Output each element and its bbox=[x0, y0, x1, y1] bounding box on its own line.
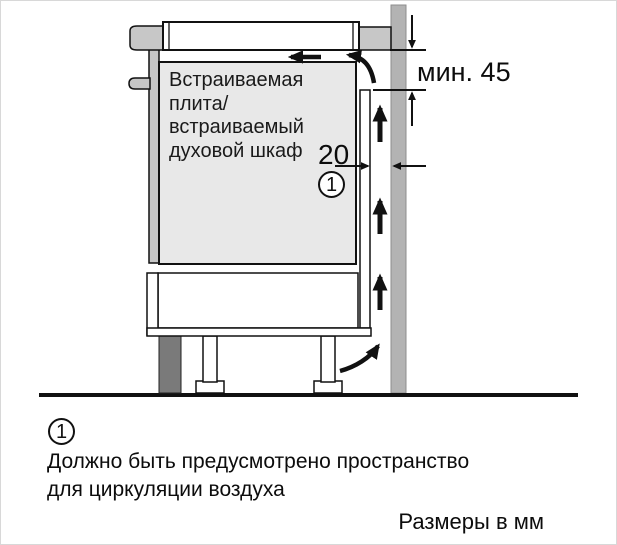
legend-callout-1-badge: 1 bbox=[48, 418, 75, 445]
plinth-strip bbox=[158, 335, 182, 394]
worktop-rear-piece bbox=[358, 26, 392, 51]
cabinet-bottom-panel bbox=[146, 327, 372, 337]
door-handle bbox=[128, 77, 151, 90]
top-clearance-dimension: мин. 45 bbox=[417, 57, 511, 87]
hob-top bbox=[162, 21, 360, 51]
lower-front-panel bbox=[146, 272, 159, 336]
appliance-label: Встраиваемая плита/ встраиваемый духовой… bbox=[169, 69, 304, 162]
callout-1-badge: 1 bbox=[318, 171, 345, 198]
airflow-curve-top-icon bbox=[345, 50, 377, 84]
worktop-front-edge bbox=[129, 25, 165, 51]
airflow-curve-bottom-icon bbox=[339, 343, 380, 374]
rear-gap-dimension: 20 bbox=[318, 139, 350, 170]
callout-1-number: 1 bbox=[325, 173, 338, 196]
legend-callout-1-number: 1 bbox=[55, 420, 68, 443]
lower-compartment bbox=[157, 272, 359, 329]
appliance-box bbox=[158, 61, 357, 265]
rear-leg bbox=[313, 335, 343, 394]
wall-section bbox=[390, 4, 407, 394]
cabinet-back-panel bbox=[359, 89, 371, 329]
air-circulation-note: Должно быть предусмотрено пространство д… bbox=[47, 450, 470, 501]
front-leg bbox=[195, 335, 225, 394]
units-note: Размеры в мм bbox=[398, 509, 544, 534]
